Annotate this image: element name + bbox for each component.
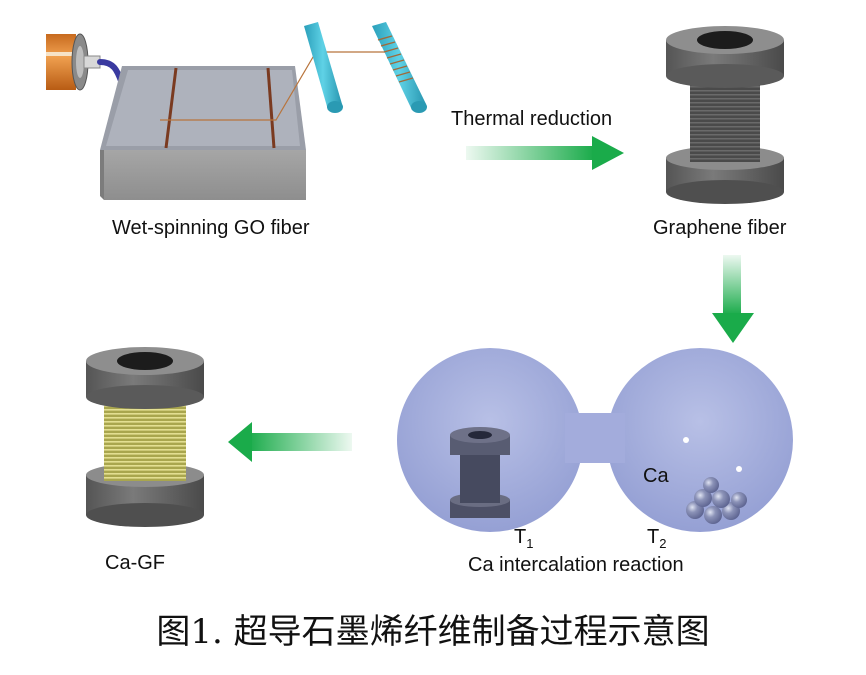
reactor-element-label: Ca — [643, 465, 669, 487]
step-label-ca-gf: Ca-GF — [105, 552, 165, 574]
temperature-t1-sub: 1 — [526, 536, 534, 551]
syringe-pump-icon — [46, 33, 101, 91]
graphene-fiber-spool-icon — [666, 26, 784, 204]
roller-1-icon — [304, 22, 343, 113]
coagulation-bath-icon — [100, 66, 306, 200]
step-label-wet-spinning: Wet-spinning GO fiber — [112, 217, 310, 239]
step-label-graphene-fiber: Graphene fiber — [653, 217, 787, 239]
temperature-t1-base: T — [514, 526, 527, 548]
ca-gf-spool-icon — [86, 347, 204, 527]
figure-caption: 图1. 超导石墨烯纤维制备过程示意图 — [156, 612, 710, 652]
step-label-intercalation: Ca intercalation reaction — [468, 554, 684, 576]
fiber-strand-icon — [160, 51, 392, 121]
calcium-pellets-icon — [686, 477, 747, 524]
temperature-label-t1: T1 — [514, 526, 533, 551]
roller-2-icon — [372, 22, 427, 113]
wet-spinning-illustration — [46, 22, 427, 200]
temperature-t2-sub: 2 — [659, 536, 667, 551]
arrow-label-thermal-reduction: Thermal reduction — [451, 108, 613, 130]
temperature-t2-base: T — [647, 526, 660, 548]
right-arrow-icon — [466, 136, 624, 170]
down-arrow-icon — [712, 255, 754, 343]
graphene-spool-in-reactor-icon — [450, 427, 510, 518]
left-arrow-icon — [228, 422, 352, 462]
intercalation-reactor-icon — [397, 348, 793, 532]
temperature-label-t2: T2 — [647, 526, 666, 551]
